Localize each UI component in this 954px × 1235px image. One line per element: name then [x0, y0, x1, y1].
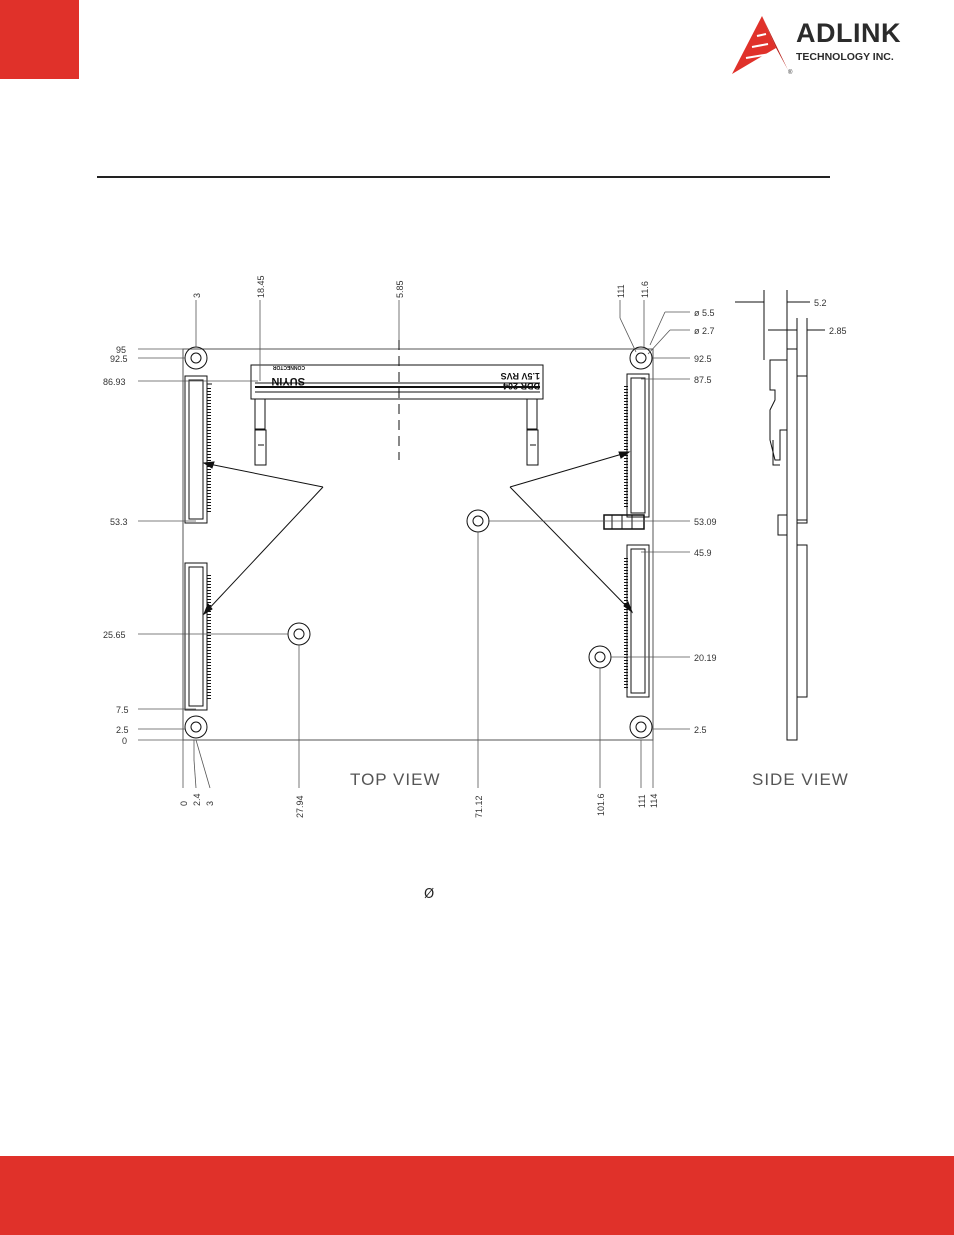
dim-bottom-111: 111 [637, 794, 647, 808]
dim-left-0: 0 [122, 736, 127, 746]
dim-bottom-3: 3 [205, 801, 215, 806]
connector-voltage-label: 1.5V RVS [501, 371, 540, 381]
dim-bottom-71-12: 71.12 [474, 795, 484, 818]
mount-hole-bottom-right [630, 716, 652, 738]
mount-hole-top-right [630, 347, 652, 369]
connector-type-label: CONNECTOR [272, 364, 305, 370]
dim-side-2-85: 2.85 [829, 326, 847, 336]
dim-hole-2-7: ø 2.7 [694, 326, 715, 336]
right-connector-upper [626, 374, 649, 517]
dim-right-45-9: 45.9 [694, 548, 712, 558]
connector-ddr-label: DDR 204 [503, 381, 540, 391]
dim-bottom-2-4: 2.4 [192, 793, 202, 806]
mount-hole-bottom-left [185, 716, 207, 738]
dim-side-5-2: 5.2 [814, 298, 827, 308]
dim-left-86-93: 86.93 [103, 377, 126, 387]
side-view-title: SIDE VIEW [752, 770, 849, 789]
dim-right-87-5: 87.5 [694, 375, 712, 385]
dim-bottom-0: 0 [179, 801, 189, 806]
dim-right-53-09: 53.09 [694, 517, 717, 527]
connector-brand-label: SUYIN [271, 375, 305, 387]
dim-top-111: 111 [616, 284, 626, 298]
right-connector-lower [626, 545, 649, 697]
dim-bottom-114: 114 [649, 794, 659, 808]
left-connector-lower [185, 563, 209, 710]
footer-bar [0, 1156, 954, 1235]
mount-hole-center [467, 510, 489, 532]
dim-top-18-45: 18.45 [256, 275, 266, 298]
dim-top-11-6: 11.6 [640, 281, 650, 298]
dim-bottom-27-94: 27.94 [295, 795, 305, 818]
dim-left-7-5: 7.5 [116, 705, 129, 715]
left-connector-upper [185, 376, 212, 523]
dim-top-3: 3 [192, 293, 202, 298]
dim-left-92-5: 92.5 [110, 354, 128, 364]
dim-top-5-85: 5.85 [395, 280, 405, 298]
dim-hole-5-5: ø 5.5 [694, 308, 715, 318]
connector-leader-right [510, 452, 632, 612]
top-view-title: TOP VIEW [350, 770, 441, 789]
dim-left-25-65: 25.65 [103, 630, 126, 640]
dim-left-53-3: 53.3 [110, 517, 128, 527]
dim-bottom-101-6: 101.6 [596, 793, 606, 816]
mount-hole-top-left [185, 347, 207, 369]
mount-hole-lower-left [288, 623, 310, 645]
mount-hole-lower-right [589, 646, 611, 668]
dim-right-92-5: 92.5 [694, 354, 712, 364]
connector-leader-left [204, 462, 323, 614]
sodimm-socket [251, 340, 543, 465]
diameter-symbol: Ø [424, 887, 434, 902]
dim-right-2-5: 2.5 [694, 725, 707, 735]
dim-left-2-5: 2.5 [116, 725, 129, 735]
side-view-drawing [735, 290, 825, 740]
dim-right-20-19: 20.19 [694, 653, 717, 663]
